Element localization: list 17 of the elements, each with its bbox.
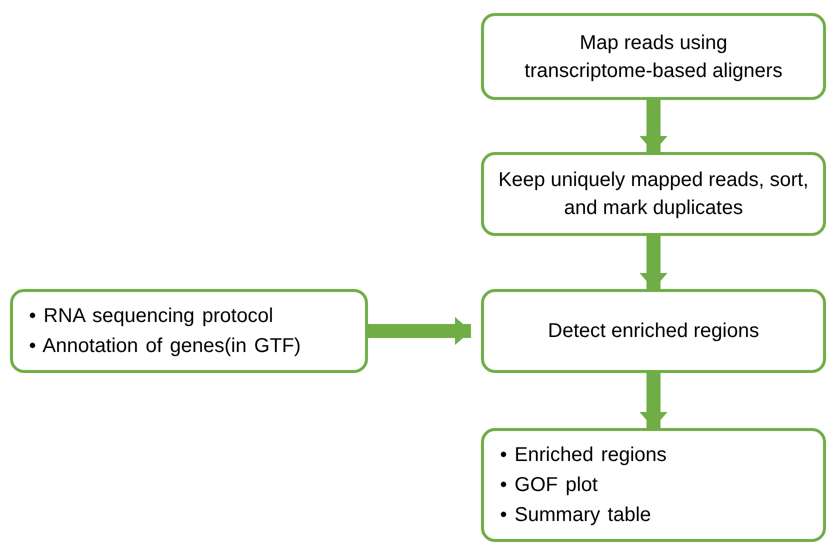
process-box [481,152,826,236]
list-item: • GOF plot [500,473,599,498]
arrow [640,236,668,289]
list-item: • RNA sequencing protocol [29,304,274,329]
arrow [640,100,668,152]
list-item: • Enriched regions [500,443,668,468]
list-item: • Annotation of genes(in GTF) [29,334,302,359]
process-box [10,289,368,373]
process-box [481,289,826,373]
process-box [481,13,826,100]
step-text: Detect enriched regions [548,319,760,344]
process-box [481,428,826,542]
arrow [368,317,471,345]
step-text: Map reads using transcriptome-based aligners [524,30,784,84]
list-item: • Summary table [500,503,652,528]
arrow [640,373,668,428]
step-text: Keep uniquely mapped reads, sort, and mark duplicates [497,168,810,221]
